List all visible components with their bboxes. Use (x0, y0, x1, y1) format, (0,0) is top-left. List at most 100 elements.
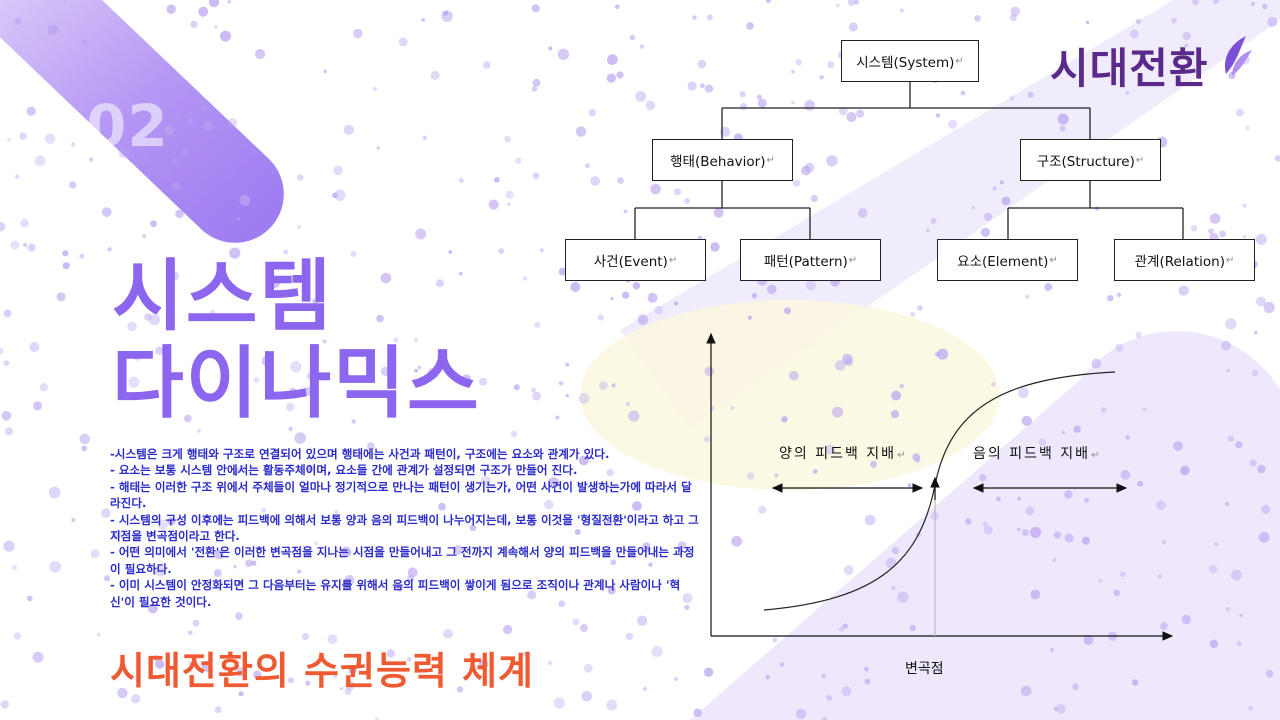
decor-dot (565, 393, 569, 398)
return-mark: ↵ (1225, 254, 1235, 266)
decor-dot (1, 411, 12, 421)
decor-dot (751, 293, 758, 299)
decor-dot (210, 310, 216, 315)
decor-dot (765, 675, 770, 680)
decor-dot (32, 651, 44, 663)
decor-dot (190, 20, 198, 28)
decor-dot (458, 177, 464, 183)
decor-dot (647, 292, 658, 303)
decor-dot (864, 514, 876, 526)
decor-dot (1001, 196, 1011, 206)
decor-dot (633, 481, 640, 487)
decor-dot (637, 314, 649, 326)
decor-dot (304, 324, 309, 329)
decor-dot (804, 162, 815, 173)
decor-dot (590, 176, 600, 186)
decor-dot (1214, 542, 1219, 547)
return-mark: ↵ (1135, 154, 1145, 166)
decor-dot (0, 347, 4, 355)
decor-dot (971, 206, 975, 210)
decor-dot (294, 432, 307, 444)
decor-dot (610, 297, 614, 301)
decor-dot (578, 455, 589, 466)
decor-dot (1120, 469, 1131, 480)
decor-dot (937, 669, 941, 673)
decor-dot (1224, 501, 1230, 507)
decor-dot (376, 146, 380, 150)
decor-dot (10, 240, 20, 250)
decor-dot (439, 451, 444, 456)
decor-dot (891, 390, 901, 401)
decor-dot (698, 235, 703, 241)
decor-dot (251, 560, 257, 566)
decor-dot (1252, 369, 1259, 377)
decor-dot (62, 0, 67, 4)
decor-dot (367, 442, 375, 450)
return-mark: ↵ (955, 55, 964, 67)
decor-dot (1081, 536, 1090, 545)
decor-dot (1255, 233, 1267, 245)
decor-dot (1084, 497, 1090, 503)
decor-dot (187, 117, 193, 124)
decor-dot (684, 604, 690, 611)
decor-dot (700, 83, 705, 89)
decor-dot (62, 250, 69, 257)
decor-dot (1030, 589, 1041, 600)
decor-dot (71, 142, 76, 147)
decor-dot (1261, 504, 1271, 514)
decor-dot (1257, 464, 1266, 474)
decor-dot (133, 354, 141, 361)
decor-dot (793, 179, 801, 187)
decor-dot (333, 674, 338, 679)
decor-dot (558, 381, 564, 386)
negative-feedback-label: 음의 피드백 지배↵ (973, 443, 1101, 463)
decor-dot (983, 525, 993, 535)
decor-dot (848, 22, 859, 32)
decor-dot (991, 382, 996, 387)
decor-dot (1190, 225, 1198, 232)
decor-dot (599, 381, 608, 390)
decor-dot (287, 677, 295, 684)
yellow-blob (580, 300, 1000, 490)
decor-dot (1192, 0, 1199, 6)
body-paragraph: - 이미 시스템이 안정화되면 그 다음부터는 유지를 위해서 음의 피드백이 … (110, 578, 681, 609)
decor-dot (937, 348, 949, 360)
decor-dot (801, 165, 811, 176)
decor-dot (1156, 500, 1166, 511)
decor-dot (909, 624, 917, 632)
decor-dot (214, 706, 222, 714)
decor-dot (480, 475, 491, 487)
decor-dot (1267, 17, 1278, 27)
decor-dot (907, 483, 912, 488)
decor-dot (846, 111, 857, 123)
decor-dot (1009, 96, 1015, 101)
decor-dot (575, 126, 587, 137)
tree-node-element: 요소(Element)↵ (937, 239, 1078, 281)
decor-dot (1059, 125, 1066, 132)
decor-dot (14, 18, 22, 25)
decor-dot (96, 632, 101, 637)
body-paragraph: - 시스템의 구성 이후에는 피드백에 의해서 보통 양과 음의 피드백이 나누… (110, 512, 699, 544)
tree-node-system: 시스템(System)↵ (841, 40, 979, 82)
decor-dot (747, 315, 752, 320)
decor-dot (88, 114, 93, 119)
decor-dot (597, 314, 604, 321)
decor-dot (198, 6, 209, 17)
decor-dot (1242, 234, 1247, 239)
decor-dot (677, 541, 687, 550)
decor-dot (170, 157, 178, 165)
decor-dot (527, 590, 537, 600)
decor-dot (148, 133, 155, 140)
decor-dot (90, 549, 100, 559)
decor-dot (245, 559, 253, 567)
decor-dot (1135, 331, 1142, 338)
decor-dot (739, 91, 746, 98)
decor-dot (26, 595, 33, 602)
decor-dot (289, 387, 297, 396)
decor-dot (856, 109, 865, 118)
decor-dot (629, 34, 636, 41)
decor-dot (899, 8, 904, 13)
decor-dot (1226, 368, 1230, 373)
decor-dot (581, 691, 593, 702)
